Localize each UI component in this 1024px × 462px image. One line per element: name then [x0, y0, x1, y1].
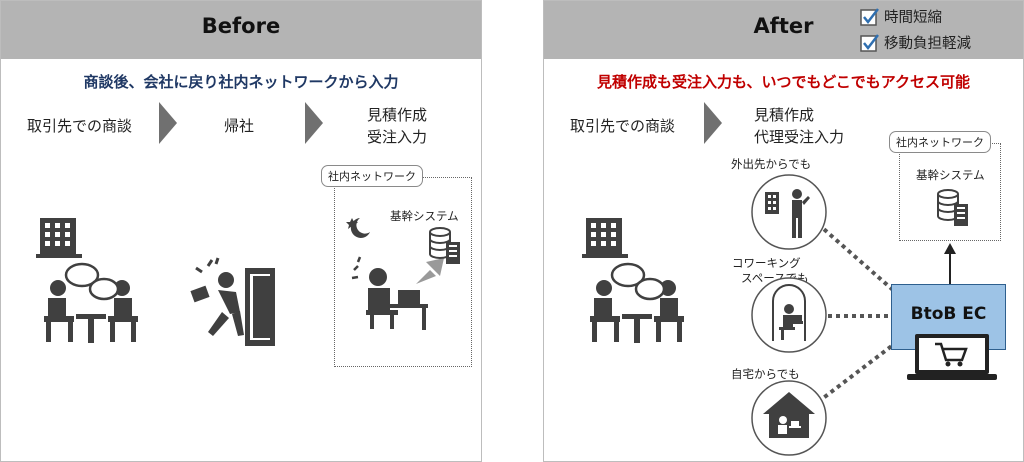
before-subtitle: 商談後、会社に戻り社内ネットワークから入力: [83, 73, 399, 91]
after-title: After: [753, 14, 814, 38]
up-arrow-icon: [944, 243, 956, 254]
after-step-meeting: 取引先での商談: [570, 117, 676, 135]
chevron-right-icon: [159, 102, 177, 144]
connector-home: [816, 343, 895, 404]
night-worker-icon: [346, 218, 444, 330]
up-arrow-icon: [416, 258, 444, 284]
location-outside-label: 外出先からでも: [731, 157, 812, 171]
chevron-right-icon: [305, 102, 323, 144]
before-header: Before: [1, 1, 481, 59]
home-worker-icon: [763, 392, 815, 438]
office-building-icon: [582, 218, 628, 258]
after-step-proxy-order: 代理受注入力: [754, 128, 845, 146]
after-system-label: 基幹システム: [916, 168, 985, 182]
shopping-cart-icon: [935, 342, 968, 362]
database-server-icon: [429, 227, 460, 264]
before-panel: Before 商談後、会社に戻り社内ネットワークから入力 取引先での商談 帰社 …: [0, 0, 482, 462]
person-phone-city-icon: [765, 189, 810, 238]
outside-location-circle: [751, 174, 827, 250]
checkbox-checked-icon: [860, 7, 879, 26]
office-building-icon: [36, 218, 82, 258]
after-network-label: 社内ネットワーク: [889, 131, 991, 153]
star-icon: [346, 218, 358, 229]
benefit-travel-reduction: 移動負担軽減: [860, 32, 971, 53]
home-location-circle: [751, 380, 827, 456]
checkbox-checked-icon: [860, 33, 879, 52]
before-step-return: 帰社: [224, 117, 255, 135]
benefit-time-saving-label: 時間短縮: [884, 10, 942, 26]
btob-ec-label: BtoB EC: [910, 304, 987, 324]
chevron-right-icon: [704, 102, 722, 144]
after-header: After: [544, 1, 1023, 59]
meeting-people-icon: [590, 262, 684, 343]
after-subtitle: 見積作成も受注入力も、いつでもどこでもアクセス可能: [596, 73, 971, 91]
laptop-cart-icon: [907, 334, 997, 380]
before-title: Before: [201, 14, 281, 38]
benefit-time-saving: 時間短縮: [860, 6, 942, 27]
before-system-label: 基幹システム: [390, 209, 459, 223]
before-step-estimate: 見積作成: [367, 106, 428, 124]
before-step-order: 受注入力: [367, 128, 428, 146]
after-step-estimate: 見積作成: [754, 106, 815, 124]
location-coworking-label-1: コワーキング: [732, 256, 801, 270]
before-network-label: 社内ネットワーク: [321, 165, 423, 187]
location-home-label: 自宅からでも: [731, 367, 800, 381]
coworking-location-circle: [751, 277, 827, 353]
benefit-travel-reduction-label: 移動負担軽減: [884, 36, 971, 52]
database-server-icon: [937, 189, 968, 226]
running-person-door-icon: [190, 257, 275, 346]
before-step-meeting: 取引先での商談: [27, 117, 133, 135]
connector-outside: [816, 222, 895, 292]
meeting-people-icon: [44, 262, 138, 343]
person-laptop-booth-icon: [772, 284, 806, 341]
